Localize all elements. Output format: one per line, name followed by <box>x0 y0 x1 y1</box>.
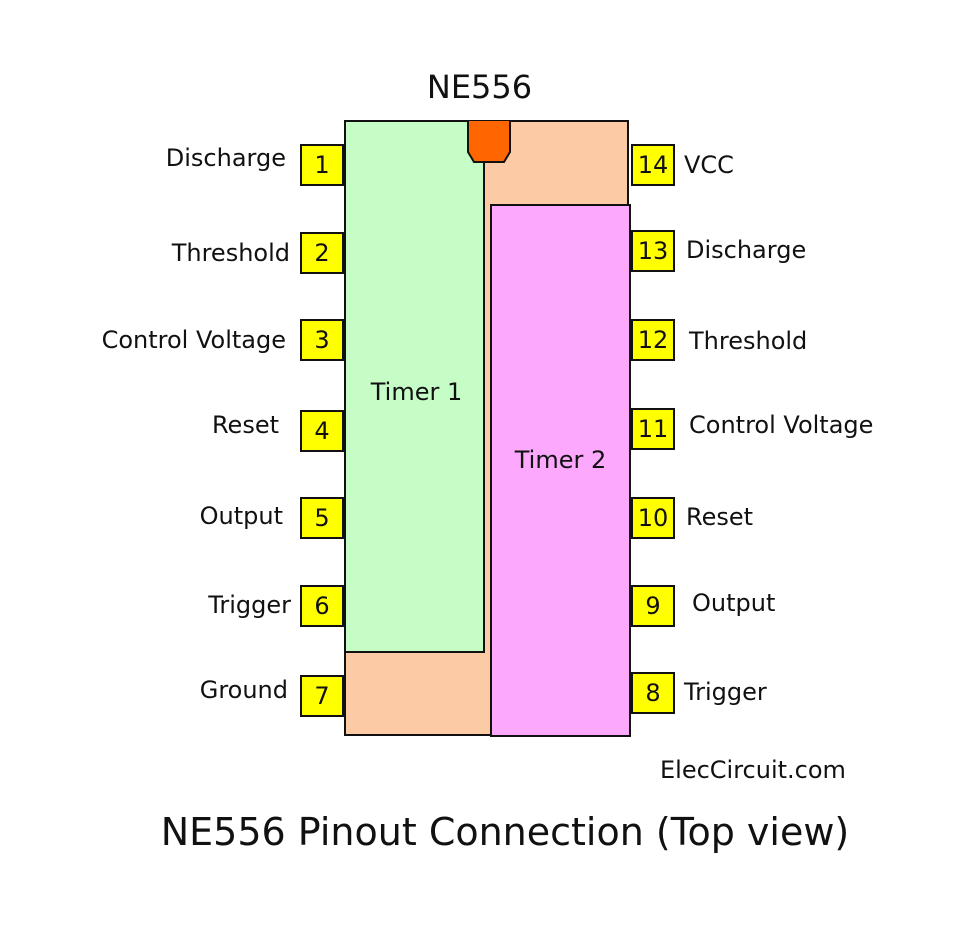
orientation-notch <box>467 120 511 163</box>
pin-3-label: Control Voltage <box>101 326 286 354</box>
pin-3: 3 <box>300 319 344 361</box>
pin-14-label: VCC <box>684 151 734 179</box>
pin-4-label: Reset <box>211 411 279 439</box>
pin-8: 8 <box>631 672 675 714</box>
chip-name: NE556 <box>426 68 533 106</box>
pin-6: 6 <box>300 585 344 627</box>
pin-1-label: Discharge <box>165 144 286 172</box>
timer1-label: Timer 1 <box>370 378 463 406</box>
pin-9: 9 <box>631 585 675 627</box>
pin-4: 4 <box>300 410 344 452</box>
pin-11: 11 <box>631 408 675 450</box>
pin-7: 7 <box>300 675 344 717</box>
diagram-caption: NE556 Pinout Connection (Top view) <box>160 810 850 854</box>
pin-6-label: Trigger <box>208 591 291 619</box>
pin-13-label: Discharge <box>686 236 807 264</box>
pin-13: 13 <box>631 230 675 272</box>
pin-5-label: Output <box>199 502 283 530</box>
pin-11-label: Control Voltage <box>689 411 874 439</box>
pin-12-label: Threshold <box>689 327 808 355</box>
pin-10-label: Reset <box>686 503 754 531</box>
pin-10: 10 <box>631 497 675 539</box>
timer2-block: Timer 2 <box>490 204 631 737</box>
pin-7-label: Ground <box>199 676 288 704</box>
pin-1: 1 <box>300 144 344 186</box>
pin-12: 12 <box>631 319 675 361</box>
timer2-label: Timer 2 <box>514 446 607 474</box>
pin-2: 2 <box>300 232 344 274</box>
timer1-block: Timer 1 <box>344 120 485 653</box>
pin-8-label: Trigger <box>684 678 767 706</box>
brand-watermark: ElecCircuit.com <box>660 756 846 784</box>
pin-9-label: Output <box>692 589 776 617</box>
pin-14: 14 <box>631 144 675 186</box>
pin-5: 5 <box>300 497 344 539</box>
pin-2-label: Threshold <box>171 239 290 267</box>
